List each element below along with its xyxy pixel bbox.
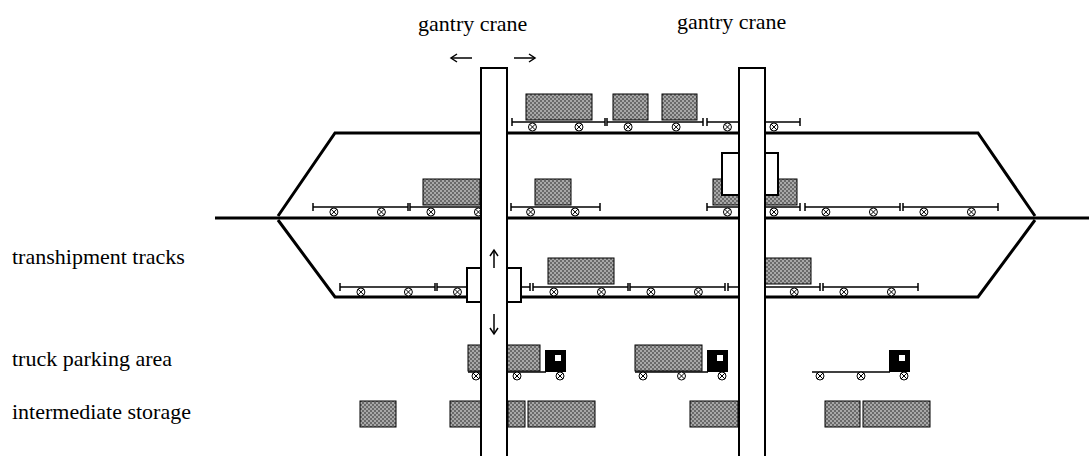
area-label: transhipment tracks	[12, 245, 185, 269]
motion-arrows	[451, 54, 535, 334]
gantry-cranes	[467, 68, 778, 456]
area-label: intermediate storage	[12, 400, 191, 424]
track-layout	[215, 133, 1089, 297]
trucks	[468, 345, 910, 380]
rail-wagons	[313, 118, 998, 296]
storage-containers	[360, 401, 930, 427]
area-label: truck parking area	[12, 347, 172, 371]
crane-label: gantry crane	[677, 10, 786, 34]
crane-label: gantry crane	[418, 12, 527, 36]
